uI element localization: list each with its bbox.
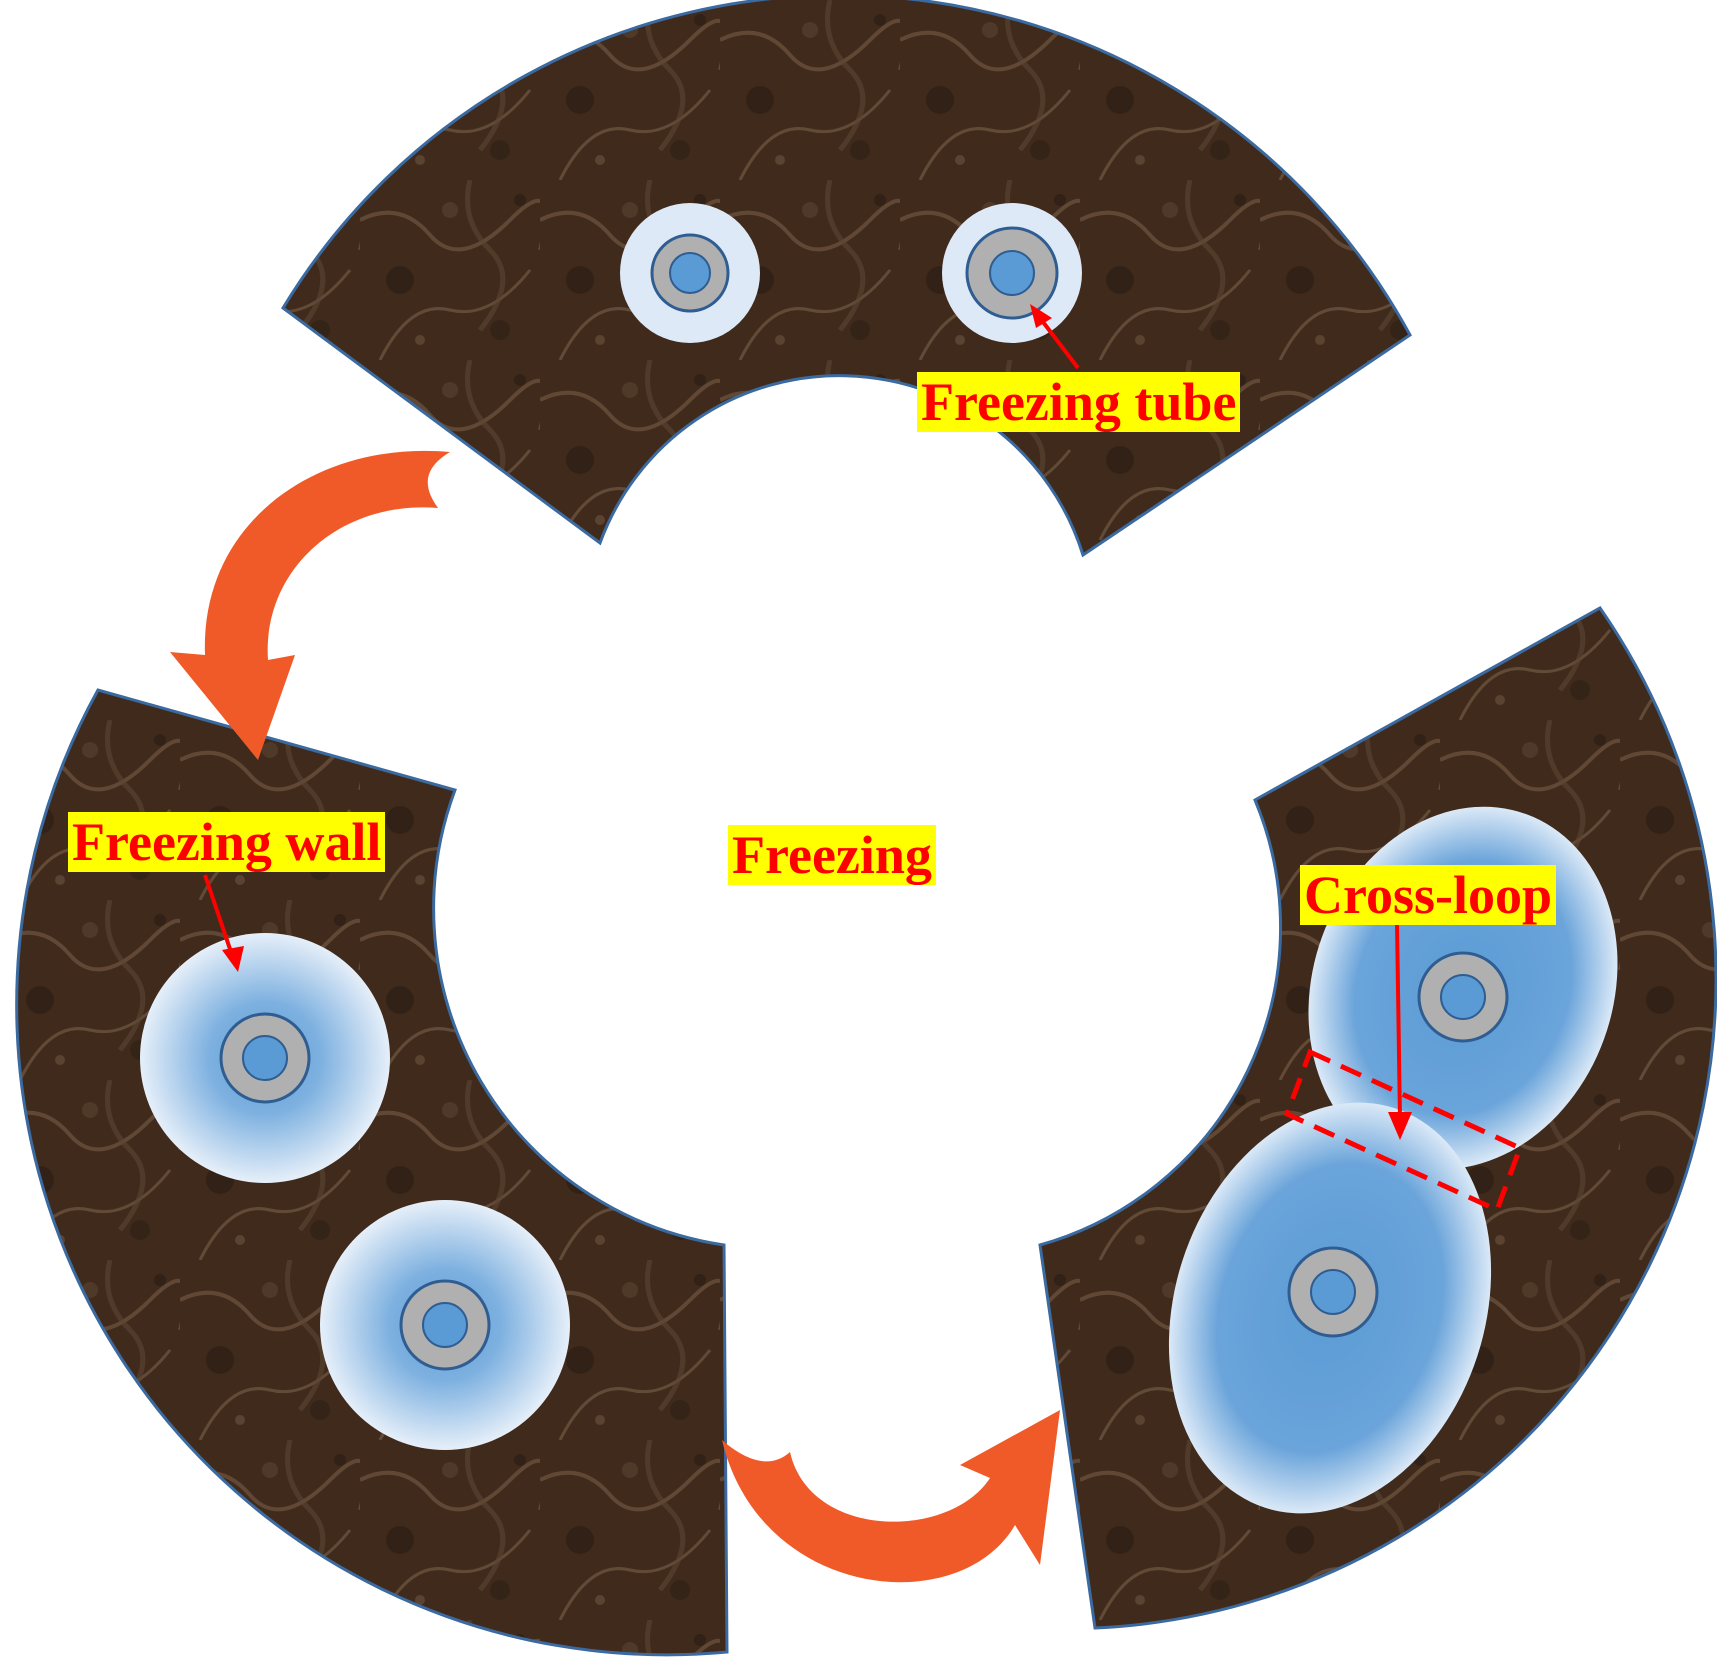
frozen-wall [1168,1102,1492,1514]
frozen-wall [140,933,390,1183]
freezing-tube-pointer-arrow [1030,304,1080,370]
cross-loop-label: Cross-loop [1300,865,1557,925]
freezing-tube [620,203,760,343]
process-arrow-left-to-right [722,1410,1060,1583]
center-freezing-label: Freezing [728,825,936,885]
top-rock-sector [281,0,1412,558]
cross-loop-dashed-box [1283,1048,1524,1214]
freezing-wall-pointer-arrow [203,874,244,972]
cross-loop-pointer-arrow [1388,922,1412,1140]
freezing-wall-label: Freezing wall [68,812,386,872]
freezing-tube-label: Freezing tube [917,372,1241,432]
left-rock-sector [15,688,729,1657]
freezing-tube [942,203,1082,343]
process-arrow-top-to-left [170,450,450,760]
frozen-wall [320,1200,570,1450]
